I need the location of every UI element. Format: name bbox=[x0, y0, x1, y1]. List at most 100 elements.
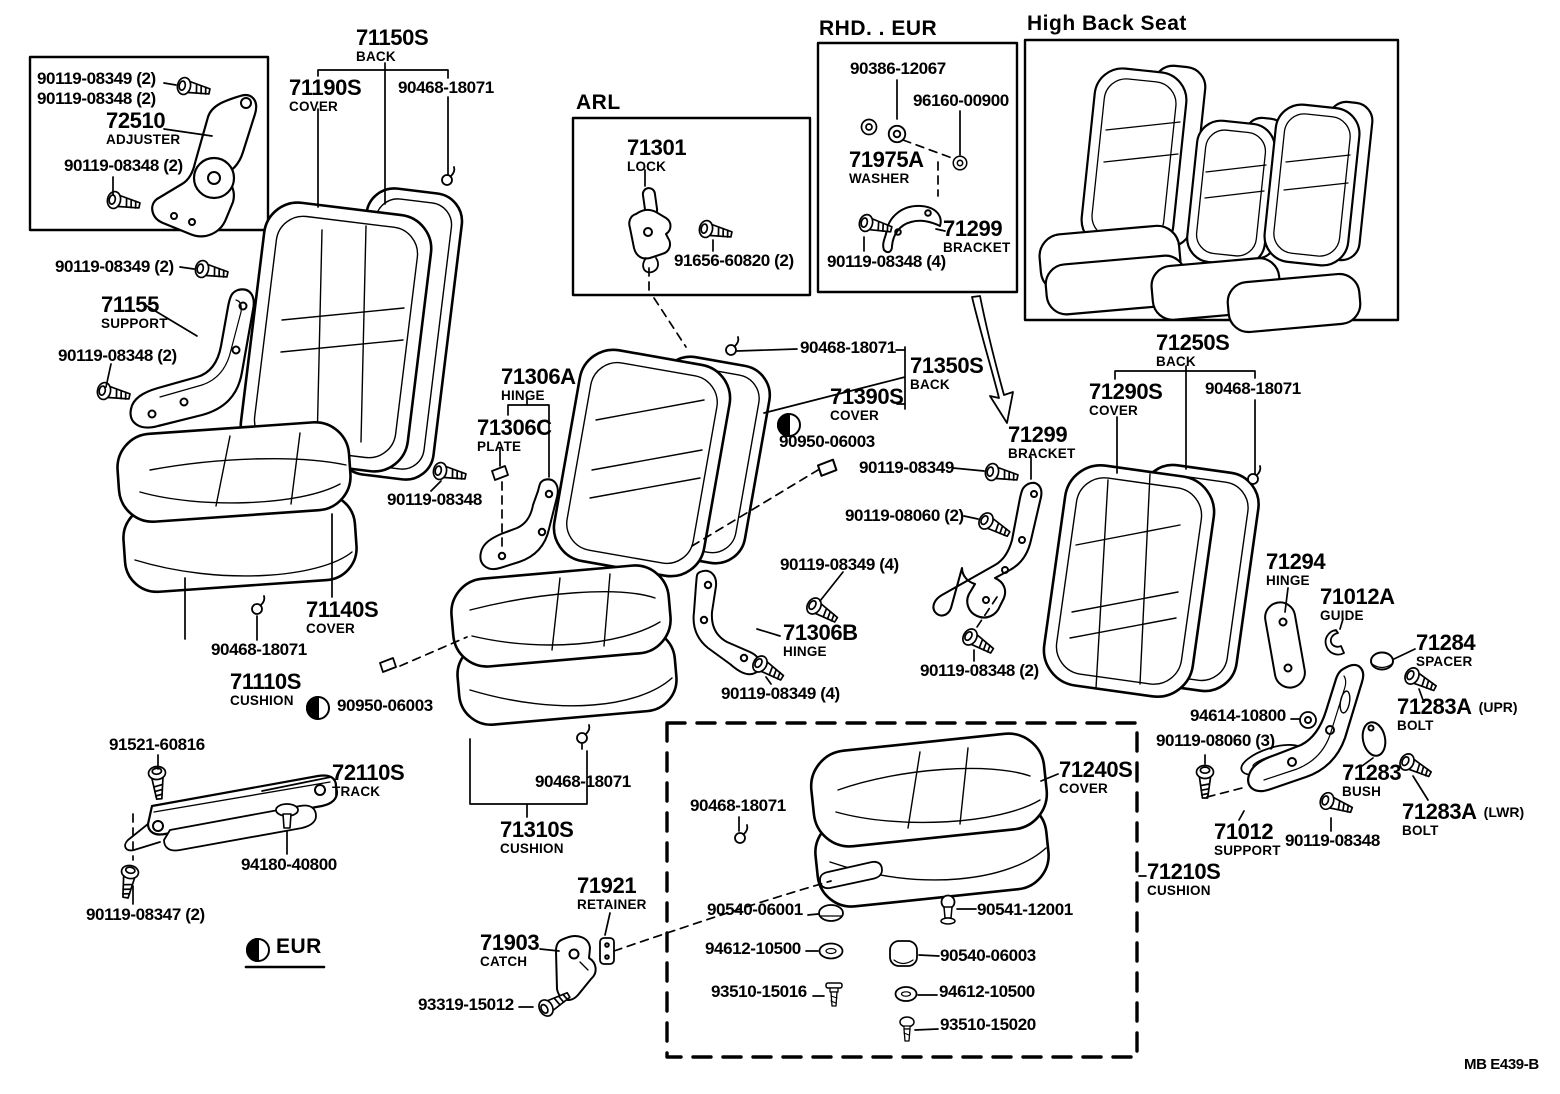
part-number: 71012 bbox=[1214, 819, 1274, 844]
part-number: 91521-60816 bbox=[109, 735, 205, 754]
part-number: 71155 bbox=[101, 292, 159, 317]
part-number: 71283 bbox=[1342, 760, 1402, 785]
part-number: 94612-10500 bbox=[939, 982, 1035, 1001]
hinge-bolt-center-label: 90119-08348 bbox=[387, 491, 482, 509]
bracket-bolt-1-label: 90119-08349 bbox=[859, 459, 954, 477]
part-number: 90119-08348 (2) bbox=[37, 89, 156, 108]
cushion-detail-dashed-box bbox=[665, 721, 1139, 1059]
part-number: 71190S bbox=[289, 75, 362, 100]
part-name: PLATE bbox=[477, 439, 522, 454]
part-name: COVER bbox=[1059, 781, 1109, 796]
catch-drawing bbox=[555, 935, 597, 1001]
part-name: BRACKET bbox=[943, 240, 1011, 255]
support-right-drawing bbox=[1240, 663, 1365, 793]
fastener-screw-icon-2 bbox=[899, 1016, 915, 1042]
part-number: 71921 bbox=[577, 873, 637, 898]
fastener-grommet-icon-1 bbox=[818, 942, 844, 960]
track-pin-label: 94180-40800 bbox=[241, 856, 337, 874]
part-number: 71975A bbox=[849, 147, 924, 172]
eur-note-label: EUR bbox=[276, 936, 322, 957]
part-number: 71283A bbox=[1402, 799, 1477, 824]
part-name: BACK bbox=[356, 49, 396, 64]
part-number: 93510-15016 bbox=[711, 982, 807, 1001]
part-number: 90119-08060 (2) bbox=[845, 506, 964, 525]
bolt-lower-label: 71283A (LWR) BOLT bbox=[1402, 801, 1524, 838]
part-name: RETAINER bbox=[577, 897, 647, 912]
part-name: SPACER bbox=[1416, 654, 1473, 669]
hinge-a-drawing bbox=[479, 478, 559, 570]
track-bolt-2-label: 90119-08347 (2) bbox=[86, 906, 205, 924]
fastener-grommet-icon-2 bbox=[894, 986, 918, 1002]
part-number: 71283A bbox=[1397, 694, 1472, 719]
part-number: 71284 bbox=[1416, 630, 1476, 655]
bottom-cushion-drawing bbox=[809, 732, 1050, 908]
rhd-washer-2-label: 96160-00900 bbox=[913, 92, 1009, 110]
fastener-grommet-2-label: 94612-10500 bbox=[939, 983, 1035, 1001]
part-name: CATCH bbox=[480, 954, 528, 969]
part-number: 90119-08348 (4) bbox=[827, 252, 946, 271]
part-name: HINGE bbox=[501, 388, 545, 403]
track-pin-icon bbox=[275, 803, 299, 829]
part-number: 71210S bbox=[1147, 859, 1221, 884]
part-number: 90540-06003 bbox=[940, 946, 1036, 965]
part-number: 90119-08348 (2) bbox=[920, 661, 1039, 680]
bracket-bolt-3-label: 90119-08348 (2) bbox=[920, 662, 1039, 680]
hog-ring-cushion-left-label: 90468-18071 bbox=[211, 641, 307, 659]
part-number: 71110S bbox=[230, 669, 302, 694]
adjuster-detail-box bbox=[28, 55, 270, 232]
fastener-screw-1-label: 93510-15016 bbox=[711, 983, 807, 1001]
part-number: 90119-08349 (2) bbox=[37, 69, 156, 88]
part-number: 71903 bbox=[480, 930, 540, 955]
part-number: 71299 bbox=[1008, 422, 1068, 447]
part-number: 71390S bbox=[830, 384, 904, 409]
part-name: HINGE bbox=[783, 644, 827, 659]
part-number: 93319-15012 bbox=[418, 995, 514, 1014]
part-number: 71250S bbox=[1156, 330, 1230, 355]
clip-center-label: 90950-06003 bbox=[779, 433, 875, 451]
bracket-right-drawing bbox=[932, 481, 1043, 619]
left-seat-drawing bbox=[116, 187, 464, 594]
part-number: 94614-10800 bbox=[1190, 706, 1286, 725]
hog-ring-bottom-label: 90468-18071 bbox=[690, 797, 786, 815]
fastener-screw-2-label: 93510-15020 bbox=[940, 1016, 1036, 1034]
arl-detail-box bbox=[571, 116, 812, 297]
center-seat-drawing bbox=[450, 348, 772, 726]
part-number: 71301 bbox=[627, 135, 687, 160]
part-name: COVER bbox=[306, 621, 356, 636]
part-name: BOLT bbox=[1397, 718, 1434, 733]
part-position-tag: (LWR) bbox=[1483, 804, 1525, 820]
support-bolt-lower-label: 90119-08348 (2) bbox=[58, 347, 177, 365]
part-name: WASHER bbox=[849, 171, 910, 186]
part-name: TRACK bbox=[332, 784, 381, 799]
part-name: BRACKET bbox=[1008, 446, 1076, 461]
leader-lines bbox=[105, 62, 1429, 1031]
lock-bolt-label: 91656-60820 (2) bbox=[674, 252, 794, 270]
rhd-eur-detail-box bbox=[816, 41, 1019, 294]
bolt-code-box-1-label: 90119-08349 (2) bbox=[37, 70, 156, 88]
part-name: BACK bbox=[910, 377, 950, 392]
fastener-cup-label: 90540-06003 bbox=[940, 947, 1036, 965]
seat-track-drawing bbox=[124, 774, 339, 852]
seatback-support-drawing bbox=[129, 288, 255, 429]
fastener-stud-icon bbox=[940, 894, 956, 925]
part-number: 90119-08349 (4) bbox=[721, 684, 840, 703]
bolt-code-box-2-label: 90119-08348 (2) bbox=[37, 90, 156, 108]
part-number: 90119-08348 (2) bbox=[58, 346, 177, 365]
hog-ring-left-label: 90468-18071 bbox=[398, 79, 494, 97]
part-number: 90119-08349 (2) bbox=[55, 257, 174, 276]
high-back-seat-drawing bbox=[1038, 64, 1374, 334]
part-number: 71306A bbox=[501, 364, 576, 389]
part-number: 71012A bbox=[1320, 584, 1395, 609]
part-name: BOLT bbox=[1402, 823, 1439, 838]
